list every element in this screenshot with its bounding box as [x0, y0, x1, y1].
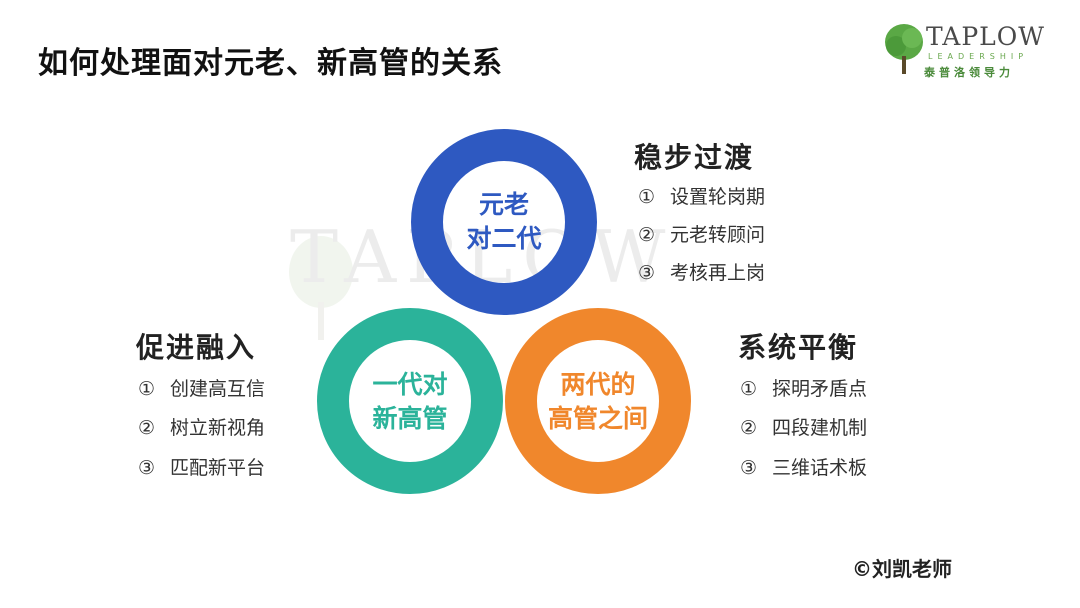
item-text: 探明矛盾点 [772, 378, 868, 400]
watermark-tree-icon [289, 236, 353, 340]
ring-right-line1: 两代的 [560, 370, 636, 399]
section-left-item-3: ③ 匹配新平台 [138, 453, 265, 480]
section-right-item-2: ② 四段建机制 [740, 413, 867, 440]
section-top-item-2: ② 元老转顾问 [638, 220, 765, 247]
section-top-item-3: ③ 考核再上岗 [638, 258, 765, 285]
item-text: 设置轮岗期 [670, 186, 766, 208]
item-number: ② [638, 224, 656, 246]
logo-brand: TAPLOW [926, 22, 1045, 51]
section-right-heading: 系统平衡 [738, 331, 859, 364]
item-text: 四段建机制 [772, 417, 868, 439]
section-top-heading: 稳步过渡 [634, 141, 755, 174]
taplow-logo: TAPLOW LEADERSHIP 泰普洛领导力 [882, 22, 1054, 79]
section-left-item-1: ① 创建高互信 [138, 374, 265, 401]
item-text: 三维话术板 [772, 457, 868, 479]
ring-top-line2: 对二代 [466, 224, 542, 253]
item-number: ① [740, 378, 758, 400]
item-number: ③ [638, 262, 656, 284]
ring-right [505, 308, 691, 494]
item-number: ② [740, 417, 758, 439]
ring-top [411, 129, 597, 315]
item-text: 创建高互信 [170, 378, 266, 400]
item-number: ③ [138, 457, 156, 479]
section-left-heading: 促进融入 [136, 331, 257, 364]
section-top-item-1: ① 设置轮岗期 [638, 182, 765, 209]
ring-left-line1: 一代对 [372, 370, 448, 399]
author-credit: ©刘凯老师 [852, 557, 952, 581]
item-number: ③ [740, 457, 758, 479]
section-right-item-1: ① 探明矛盾点 [740, 374, 867, 401]
item-number: ② [138, 417, 156, 439]
tree-icon [885, 24, 923, 74]
item-number: ① [138, 378, 156, 400]
item-number: ① [638, 186, 656, 208]
item-text: 元老转顾问 [670, 224, 766, 246]
ring-top-label: 元老 对二代 [444, 188, 564, 256]
page-title: 如何处理面对元老、新高管的关系 [38, 46, 503, 81]
logo-chinese-name: 泰普洛领导力 [924, 66, 1014, 79]
ring-top-line1: 元老 [478, 190, 529, 219]
ring-left [317, 308, 503, 494]
item-text: 匹配新平台 [170, 457, 266, 479]
ring-right-label: 两代的 高管之间 [528, 368, 668, 436]
ring-right-line2: 高管之间 [547, 404, 648, 433]
item-text: 树立新视角 [170, 417, 266, 439]
section-right-item-3: ③ 三维话术板 [740, 453, 867, 480]
logo-subtitle: LEADERSHIP [928, 52, 1029, 61]
ring-left-line2: 新高管 [372, 404, 448, 433]
section-left-item-2: ② 树立新视角 [138, 413, 265, 440]
item-text: 考核再上岗 [670, 262, 766, 284]
ring-left-label: 一代对 新高管 [350, 368, 470, 436]
